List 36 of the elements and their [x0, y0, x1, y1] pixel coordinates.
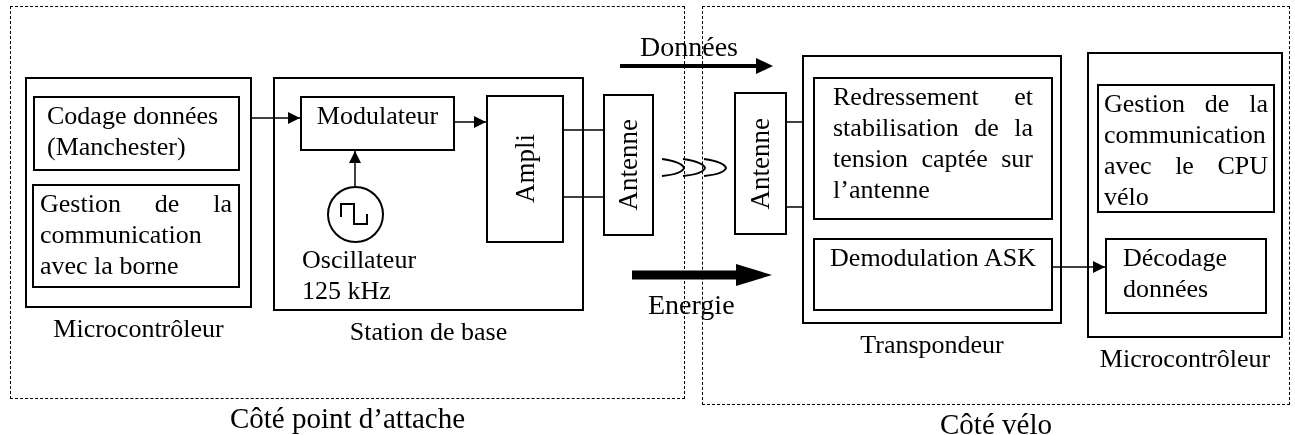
block-title: Transpondeur — [860, 330, 1004, 360]
box-text: Décodage données — [1123, 243, 1227, 303]
process-box — [486, 95, 564, 243]
block-title: Côté point d’attache — [229, 403, 466, 433]
process-box — [1105, 238, 1267, 314]
box-text: Redressement et stabilisation de la tension captée sur l’antenne — [833, 82, 1033, 204]
process-box — [32, 184, 240, 288]
block-title: Station de base — [349, 317, 508, 347]
process-box — [33, 96, 240, 171]
connector-line — [786, 121, 803, 123]
oscillator-label: Oscillateur 125 kHz — [302, 245, 417, 305]
block-title: Microcontrôleur — [53, 314, 224, 344]
block-title: Côté vélo — [940, 409, 1052, 435]
arrow — [454, 116, 487, 128]
process-box — [603, 94, 654, 236]
connector-line — [786, 206, 803, 208]
box-text: Gestion de la communication avec la borne — [40, 189, 232, 280]
arrow — [251, 112, 301, 124]
box-text: Antenne — [747, 117, 774, 210]
flow-label: Données — [640, 31, 738, 62]
process-box — [300, 96, 455, 151]
process-box — [734, 92, 787, 235]
process-box — [813, 77, 1053, 220]
flow-label: Energie — [648, 289, 735, 320]
arrow — [1052, 261, 1106, 273]
box-text: Codage données (Manchester) — [47, 101, 219, 161]
arrow — [349, 150, 361, 187]
box-text: Modulateur — [316, 101, 439, 130]
connector-line — [563, 129, 604, 131]
connector-line — [563, 196, 604, 198]
box-text: Antenne — [615, 119, 642, 211]
process-box — [813, 238, 1053, 311]
box-text: Ampli — [511, 134, 539, 204]
box-text: Demodulation ASK — [830, 243, 1036, 272]
box-text: Gestion de la communication avec le CPU vélo — [1104, 89, 1268, 211]
block-title: Microcontrôleur — [1099, 344, 1271, 374]
